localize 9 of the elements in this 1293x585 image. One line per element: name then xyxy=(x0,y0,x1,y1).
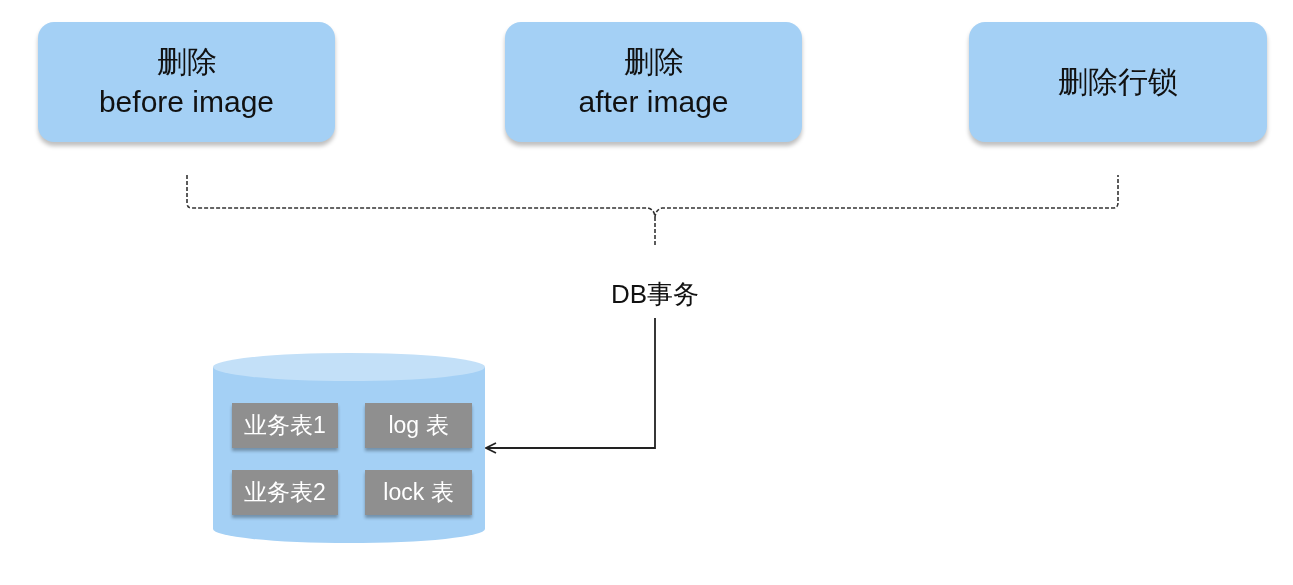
table-box: log 表 xyxy=(365,403,472,448)
delete-step-box: 删除行锁 xyxy=(969,22,1267,142)
arrow xyxy=(485,317,656,454)
table-box: 业务表1 xyxy=(232,403,338,448)
table-box: 业务表2 xyxy=(232,470,338,515)
delete-step-box: 删除 before image xyxy=(38,22,335,142)
delete-step-box: 删除 after image xyxy=(505,22,802,142)
table-box: lock 表 xyxy=(365,470,472,515)
transaction-label: DB事务 xyxy=(580,272,730,316)
